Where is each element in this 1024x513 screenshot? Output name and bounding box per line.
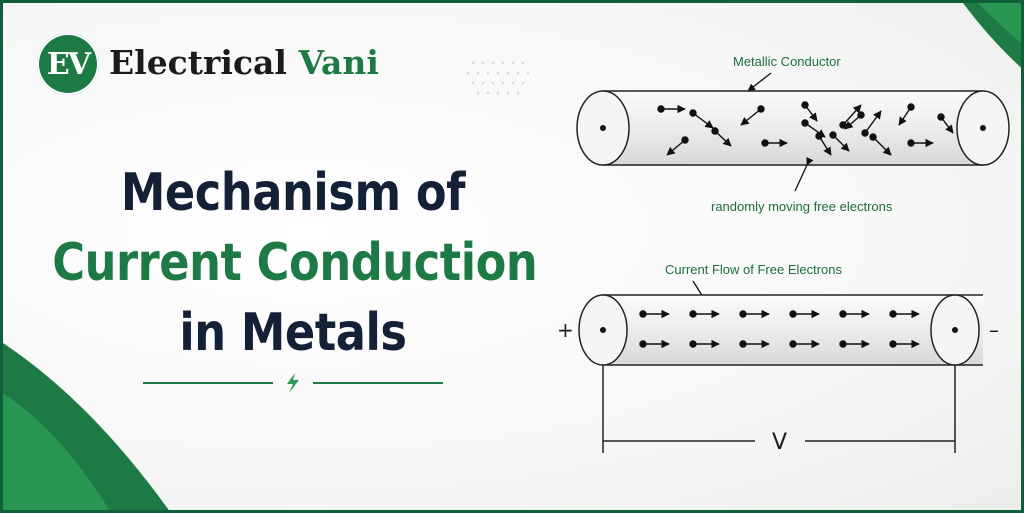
brand-name-part1: Electrical xyxy=(109,43,287,82)
label-metallic-conductor: Metallic Conductor xyxy=(733,54,841,69)
title-line-3: in Metals xyxy=(179,303,407,363)
label-random-electrons: randomly moving free electrons xyxy=(711,199,893,214)
title-line-2: Current Conduction xyxy=(52,233,538,293)
voltage-bracket xyxy=(602,365,956,453)
title-divider xyxy=(143,373,443,393)
pointer-arrow xyxy=(747,72,772,92)
brand-logo-mark: EV xyxy=(37,33,99,95)
brand-name-part2: Vani xyxy=(298,43,379,82)
label-current-flow: Current Flow of Free Electrons xyxy=(665,262,843,277)
conductor-cylinder-random xyxy=(576,90,1010,166)
lightning-bolt-icon xyxy=(287,373,299,393)
title-line-1: Mechanism of xyxy=(120,163,466,223)
random-electrons xyxy=(657,101,954,156)
dot-texture xyxy=(466,61,530,95)
brand-name: Electrical Vani xyxy=(109,43,379,82)
flowing-electrons xyxy=(639,309,920,349)
decorative-corners xyxy=(3,3,1021,510)
pointer-arrow xyxy=(794,156,814,192)
negative-terminal-sign: – xyxy=(989,318,999,342)
conduction-diagram: Metallic Conductor xyxy=(557,54,1010,455)
positive-terminal-sign: + xyxy=(557,318,574,342)
voltage-label: V xyxy=(772,430,787,455)
conductor-cylinder-flow xyxy=(578,294,983,366)
